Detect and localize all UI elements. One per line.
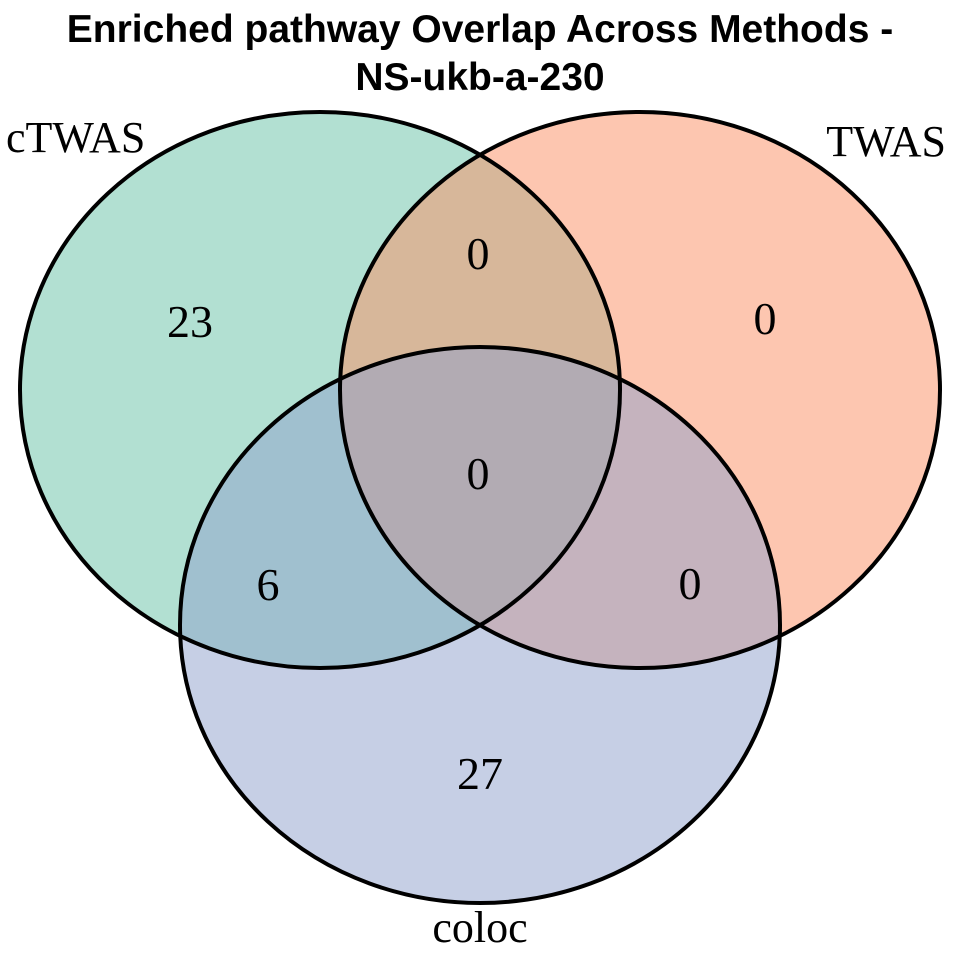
- venn-count-all-three: 0: [467, 448, 490, 499]
- twas-circle-outline: [338, 110, 942, 670]
- venn-count-coloc-only: 27: [457, 748, 503, 799]
- twas-set-label: TWAS: [826, 117, 946, 166]
- coloc-set-label: coloc: [432, 903, 527, 952]
- venn-count-twas-only: 0: [754, 293, 777, 344]
- venn-count-ctwas-twas: 0: [467, 228, 490, 279]
- venn-count-ctwas-coloc: 6: [257, 559, 280, 610]
- chart-title-line1: Enriched pathway Overlap Across Methods …: [67, 8, 893, 51]
- chart-title-line2: NS-ukb-a-230: [355, 56, 604, 99]
- ctwas-set-label: cTWAS: [6, 113, 145, 162]
- coloc-circle-outline: [178, 345, 782, 905]
- venn-count-ctwas-only: 23: [167, 296, 213, 347]
- ctwas-circle-outline: [18, 110, 622, 670]
- venn-count-twas-coloc: 0: [679, 558, 702, 609]
